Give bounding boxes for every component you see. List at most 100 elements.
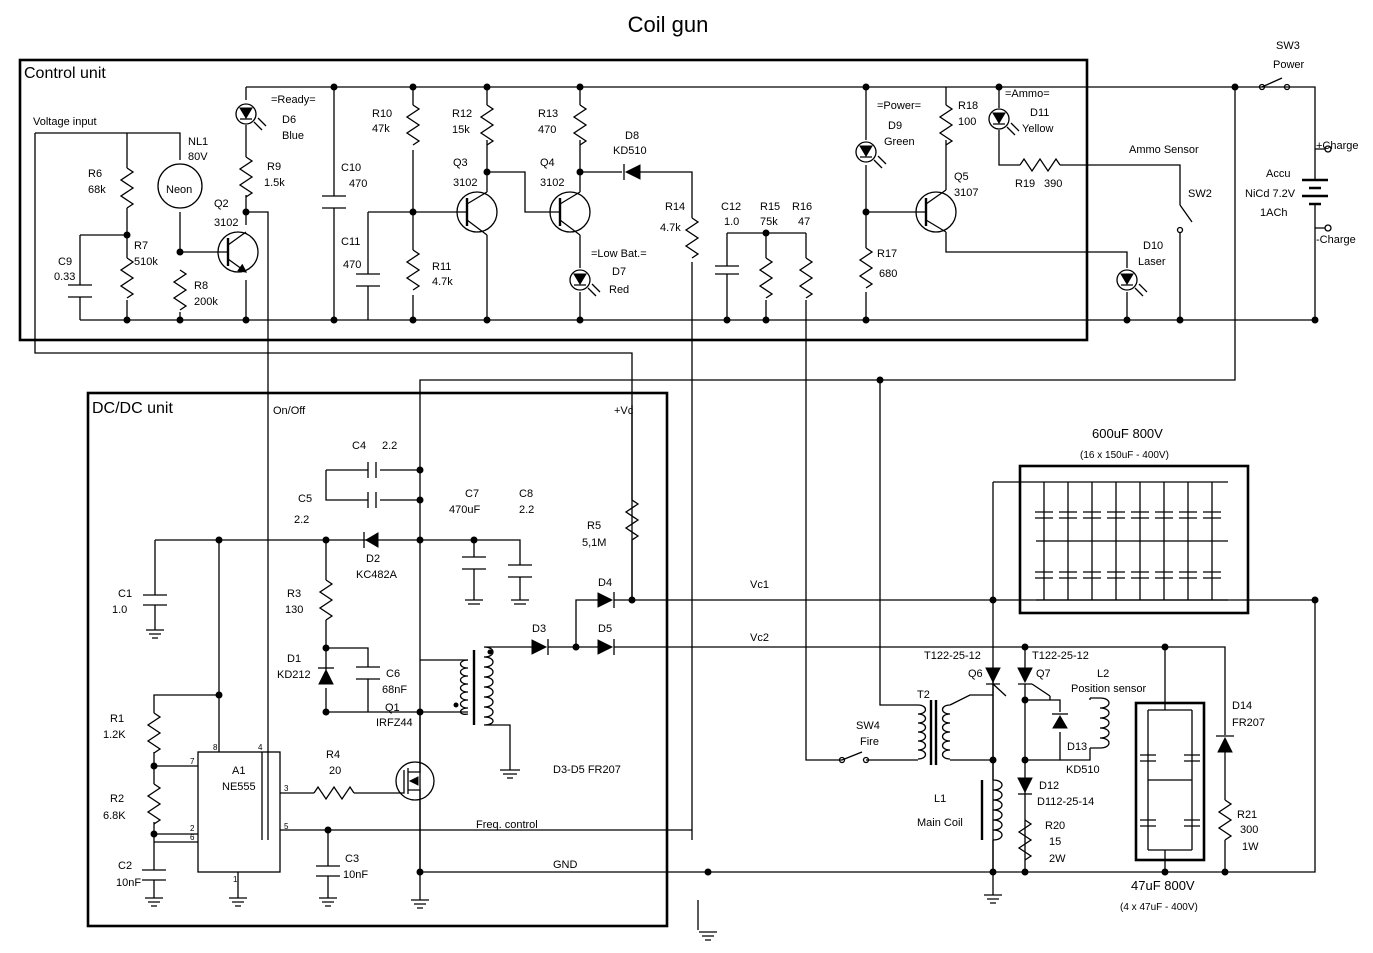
pin1-label: 1 xyxy=(233,875,238,884)
r2-label: R2 xyxy=(110,793,124,805)
r7-value: 510k xyxy=(134,256,158,268)
r12-value: 15k xyxy=(452,124,470,136)
pin5-label: 5 xyxy=(284,822,289,831)
dcdc-unit-components xyxy=(142,462,717,941)
c2-value: 10nF xyxy=(116,877,141,889)
accu-type: NiCd 7.2V xyxy=(1245,188,1296,200)
c11-label: C11 xyxy=(341,236,360,248)
q1-value: IRFZ44 xyxy=(376,717,413,729)
r5-value: 5,1M xyxy=(582,537,606,549)
c1-label: C1 xyxy=(118,588,132,600)
c4-value: 2.2 xyxy=(382,440,397,452)
r14-value: 4.7k xyxy=(660,222,681,234)
r21-watt: 1W xyxy=(1242,841,1259,853)
hv-section xyxy=(838,380,1250,904)
c9-value: 0.33 xyxy=(54,271,75,283)
r8-value: 200k xyxy=(194,296,218,308)
dcdc-unit-box xyxy=(86,391,669,928)
sw2-label: SW2 xyxy=(1188,188,1212,200)
d5-label: D5 xyxy=(598,623,612,635)
d2-label: D2 xyxy=(366,553,380,565)
c5-value: 2.2 xyxy=(294,514,309,526)
r14-label: R14 xyxy=(665,201,685,213)
freq-control-label: Freq. control xyxy=(476,819,538,831)
l2-label: L2 xyxy=(1097,668,1109,680)
r20-value: 15 xyxy=(1049,836,1061,848)
pin2-label: 2 xyxy=(190,824,195,833)
r17-label: R17 xyxy=(877,248,897,260)
c10-value: 470 xyxy=(349,178,367,190)
c4-label: C4 xyxy=(352,440,366,452)
d10-label: D10 xyxy=(1143,240,1163,252)
r11-label: R11 xyxy=(432,261,451,273)
d14-value: FR207 xyxy=(1232,717,1265,729)
c1-value: 1.0 xyxy=(112,604,127,616)
d10-value: Laser xyxy=(1138,256,1166,268)
voltage-input-label: Voltage input xyxy=(33,116,97,128)
cap-bank-600-label: 600uF 800V xyxy=(1092,426,1163,441)
q3-value: 3102 xyxy=(453,177,477,189)
r4-label: R4 xyxy=(326,749,340,761)
d14-label: D14 xyxy=(1232,700,1252,712)
q2-value: 3102 xyxy=(214,217,238,229)
d9-label: D9 xyxy=(888,120,902,132)
d2-value: KC482A xyxy=(356,569,398,581)
c12-value: 1.0 xyxy=(724,216,739,228)
q7-label: Q7 xyxy=(1036,668,1051,680)
neon-label: Neon xyxy=(166,184,192,196)
d12-value: D112-25-14 xyxy=(1037,796,1094,808)
r9-value: 1.5k xyxy=(264,177,285,189)
l1-value: Main Coil xyxy=(917,817,963,829)
r20-label: R20 xyxy=(1045,820,1065,832)
d7-low-label: =Low Bat.= xyxy=(591,248,647,260)
l2-value: Position sensor xyxy=(1071,683,1147,695)
c5-label: C5 xyxy=(298,493,312,505)
pin7-label: 7 xyxy=(190,757,195,766)
d4-label: D4 xyxy=(598,577,612,589)
d13-label: D13 xyxy=(1067,741,1087,753)
d6-label: D6 xyxy=(282,114,296,126)
r19-value: 390 xyxy=(1044,178,1062,190)
accu-capacity: 1ACh xyxy=(1260,207,1288,219)
c7-label: C7 xyxy=(465,488,479,500)
cap-bank-600-sub: (16 x 150uF - 400V) xyxy=(1080,450,1169,461)
l1-label: L1 xyxy=(934,793,946,805)
q2-label: Q2 xyxy=(214,198,229,210)
pin3-label: 3 xyxy=(284,784,289,793)
r13-value: 470 xyxy=(538,124,556,136)
charge-plus-label: +Charge xyxy=(1316,140,1359,152)
diagram-title: Coil gun xyxy=(628,12,709,37)
r21-value: 300 xyxy=(1240,824,1258,836)
sw3-label: SW3 xyxy=(1276,40,1300,52)
r10-label: R10 xyxy=(372,108,392,120)
q6-type-label: T122-25-12 xyxy=(924,650,981,662)
control-unit-label: Control unit xyxy=(24,65,106,82)
dcdc-unit-label: DC/DC unit xyxy=(92,400,173,417)
a1-value: NE555 xyxy=(222,781,256,793)
r19-label: R19 xyxy=(1015,178,1035,190)
r10-value: 47k xyxy=(372,123,390,135)
r2-value: 6.8K xyxy=(103,810,126,822)
c6-label: C6 xyxy=(386,668,400,680)
control-unit-components xyxy=(68,77,1332,311)
pin8-label: 8 xyxy=(213,743,218,752)
r17-value: 680 xyxy=(879,268,897,280)
r8-label: R8 xyxy=(194,280,208,292)
r18-value: 100 xyxy=(958,116,976,128)
vc1-label: Vc1 xyxy=(750,579,769,591)
r18-label: R18 xyxy=(958,100,978,112)
c3-label: C3 xyxy=(345,853,359,865)
d8-value: KD510 xyxy=(613,145,647,157)
d11-value: Yellow xyxy=(1022,123,1053,135)
r3-label: R3 xyxy=(287,588,301,600)
ammo-sensor-label: Ammo Sensor xyxy=(1129,144,1199,156)
r1-value: 1.2K xyxy=(103,729,126,741)
d9-power-label: =Power= xyxy=(877,100,921,112)
d9-value: Green xyxy=(884,136,915,148)
c12-label: C12 xyxy=(721,201,741,213)
r6-label: R6 xyxy=(88,168,102,180)
vc2-label: Vc2 xyxy=(750,632,769,644)
q4-label: Q4 xyxy=(540,157,555,169)
gnd-label: GND xyxy=(553,859,578,871)
